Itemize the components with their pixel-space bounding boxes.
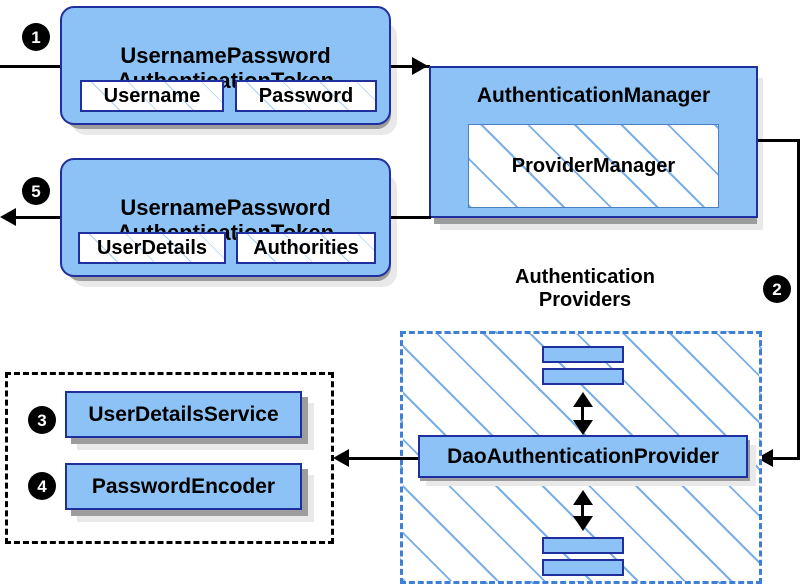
provider-down-link-line: [581, 496, 584, 522]
userdetails-service-label: UserDetailsService: [88, 402, 279, 426]
provider-manager-label: ProviderManager: [511, 154, 676, 177]
request-token-slot-password[interactable]: Password: [235, 80, 377, 112]
authentication-manager-title: AuthenticationManager: [476, 84, 711, 107]
request-token-slot-username[interactable]: Username: [80, 80, 224, 112]
authentication-providers-caption: Authentication Providers: [440, 266, 730, 312]
services-group: [5, 372, 334, 544]
request-to-manager-line: [391, 65, 430, 68]
request-token-slot-username-label: Username: [103, 84, 201, 107]
password-encoder-label: PasswordEncoder: [91, 474, 276, 498]
dao-authentication-provider-node[interactable]: DaoAuthenticationProvider: [418, 435, 748, 478]
inbound-request-line: [0, 65, 60, 68]
manager-to-provider-vertical: [797, 139, 800, 459]
step-badge-3: 3: [28, 406, 56, 434]
request-to-manager-arrowhead: [412, 57, 428, 75]
provider-bar-bottom-2[interactable]: [542, 559, 624, 576]
response-token-slot-userdetails[interactable]: UserDetails: [78, 232, 226, 264]
response-token-slot-authorities-label: Authorities: [253, 236, 359, 259]
provider-to-services-arrowhead: [333, 449, 349, 467]
provider-up-link-arrowhead-bottom: [573, 420, 593, 435]
step-badge-2-label: 2: [772, 279, 782, 299]
step-badge-1-label: 1: [31, 27, 41, 47]
step-badge-4-label: 4: [37, 476, 47, 496]
authentication-providers-caption-line2: Providers: [538, 289, 632, 311]
provider-manager-node[interactable]: ProviderManager: [468, 124, 719, 208]
outbound-response-arrowhead: [0, 208, 16, 226]
step-badge-5-label: 5: [31, 181, 41, 201]
request-token-slot-password-label: Password: [258, 84, 354, 107]
response-token-title-line1: UsernamePassword: [120, 194, 331, 220]
step-badge-2: 2: [763, 275, 791, 303]
authentication-providers-caption-line1: Authentication: [515, 266, 655, 288]
step-badge-4: 4: [28, 472, 56, 500]
manager-to-response-line: [391, 216, 431, 219]
provider-bar-top-1[interactable]: [542, 346, 624, 363]
response-token-slot-userdetails-label: UserDetails: [96, 236, 208, 259]
response-token-slot-authorities[interactable]: Authorities: [236, 232, 376, 264]
password-encoder-node[interactable]: PasswordEncoder: [65, 463, 302, 510]
provider-down-link-arrowhead-bottom: [573, 516, 593, 531]
provider-bar-bottom-1[interactable]: [542, 537, 624, 554]
provider-bar-top-2[interactable]: [542, 368, 624, 385]
provider-inbound-line: [772, 457, 800, 460]
dao-authentication-provider-label: DaoAuthenticationProvider: [447, 444, 719, 468]
provider-to-services-line: [348, 457, 418, 460]
request-token-title-line1: UsernamePassword: [120, 42, 331, 68]
step-badge-5: 5: [22, 177, 50, 205]
outbound-response-line: [16, 216, 60, 219]
provider-up-link-line: [581, 398, 584, 426]
step-badge-3-label: 3: [37, 410, 47, 430]
manager-right-stub: [758, 139, 800, 142]
step-badge-1: 1: [22, 23, 50, 51]
userdetails-service-node[interactable]: UserDetailsService: [65, 391, 302, 438]
